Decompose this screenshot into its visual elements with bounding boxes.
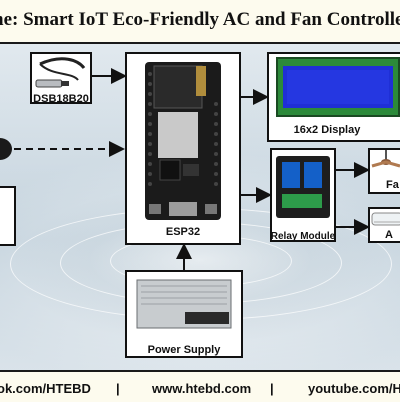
connection-arrows (0, 0, 400, 400)
